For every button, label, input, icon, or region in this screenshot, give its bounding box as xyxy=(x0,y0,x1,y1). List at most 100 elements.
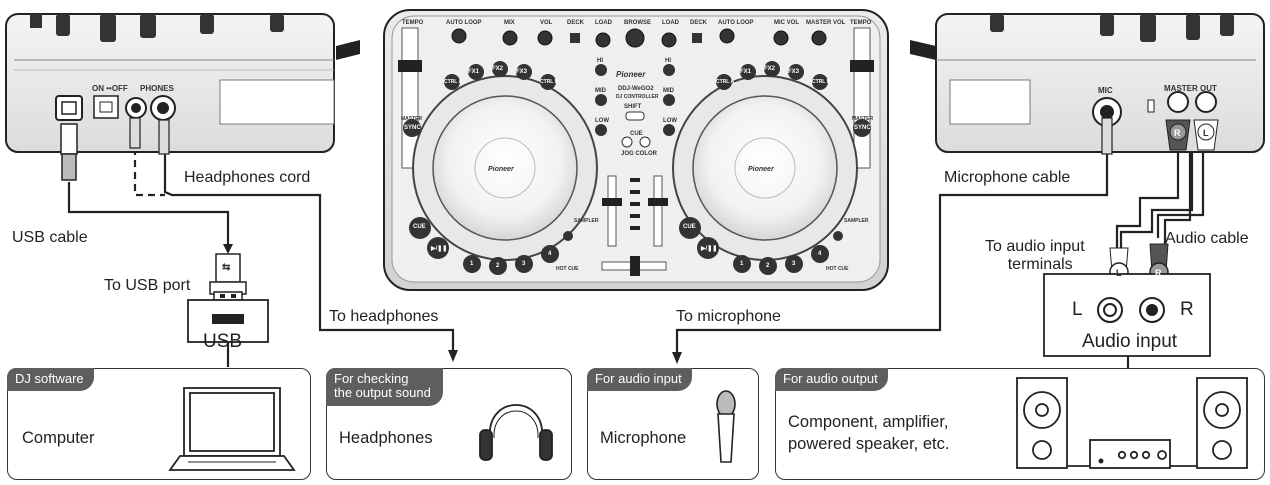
tempo-label-left: TEMPO xyxy=(402,20,424,26)
audio-output-tag: For audio output xyxy=(775,368,888,392)
low-label-right: LOW xyxy=(663,118,677,124)
master-out-label: MASTER OUT xyxy=(1164,84,1217,93)
auto-loop-label-left: AUTO LOOP xyxy=(446,20,482,26)
audio-output-line-2: powered speaker, etc. xyxy=(788,435,950,454)
microphone-cable-label: Microphone cable xyxy=(944,169,1071,186)
hi-label-right: HI xyxy=(665,58,671,64)
cue-right: CUE xyxy=(683,224,696,230)
dj-software-tag: DJ software xyxy=(7,368,94,392)
microphone-name: Microphone xyxy=(600,429,687,447)
mix-label: MIX xyxy=(504,20,515,26)
mid-label-left: MID xyxy=(595,88,606,94)
hot-cue-4-left: 4 xyxy=(548,251,552,257)
play-right: ▶/❚❚ xyxy=(701,246,718,252)
model-name: DDJ-WeGO2 xyxy=(618,86,654,92)
hot-cue-3-left: 3 xyxy=(522,261,526,267)
jog-wheel-right xyxy=(672,75,858,261)
hot-cue-4-right: 4 xyxy=(818,251,822,257)
deck-label-left: DECK xyxy=(567,20,585,26)
audio-input-panel xyxy=(1043,273,1211,357)
master-out-l-plug: L xyxy=(1203,128,1209,138)
audio-output-name: Component, amplifier, powered speaker, e… xyxy=(788,411,949,456)
play-left: ▶/❚❚ xyxy=(431,246,448,252)
jog-color-label: JOG COLOR xyxy=(621,151,658,157)
hi-label-left: HI xyxy=(597,58,603,64)
tempo-label-right: TEMPO xyxy=(850,20,872,26)
deck-label-right: DECK xyxy=(690,20,708,26)
master-out-r-plug: R xyxy=(1174,128,1181,138)
load-label-right: LOAD xyxy=(662,20,679,26)
ctrl-b-right: CTRL B xyxy=(812,79,831,85)
usb-cable-line xyxy=(67,182,230,244)
computer-label: Computer xyxy=(22,429,95,447)
mic-vol-label: MIC VOL xyxy=(774,20,799,26)
master-label-left: MASTER xyxy=(401,116,423,122)
brand-logo-left-jog: Pioneer xyxy=(488,166,514,173)
sync-right: SYNC xyxy=(854,125,871,131)
usb-cable-label: USB cable xyxy=(12,229,88,246)
to-audio-input-line-1: To audio input xyxy=(985,238,1085,255)
left-zoom-panel xyxy=(5,13,360,181)
headphones-cord-line xyxy=(163,152,455,350)
audio-plug-l: L xyxy=(1116,268,1122,278)
shift-label: SHIFT xyxy=(624,104,642,110)
master-label-right: MASTER xyxy=(852,116,874,122)
headphones-name: Headphones xyxy=(339,429,433,447)
fx3-left: FX3 xyxy=(516,69,528,75)
headphones-tag-line-1: For checking xyxy=(334,371,409,386)
audio-cable-l2-line xyxy=(1163,152,1192,244)
jog-wheel-left xyxy=(412,75,598,261)
hot-cue-label-left: HOT CUE xyxy=(556,266,579,272)
sampler-label-right: SAMPLER xyxy=(844,218,869,224)
microphone-cable-line xyxy=(675,148,1109,352)
sync-left: SYNC xyxy=(404,125,421,131)
microphone-tag: For audio input xyxy=(587,368,692,392)
mic-label: MIC xyxy=(1098,86,1113,95)
on-off-label: ON ••OFF xyxy=(92,84,128,93)
to-microphone-label: To microphone xyxy=(676,308,781,325)
headphones-cord-label: Headphones cord xyxy=(184,169,311,186)
headphones-tag: For checking the output sound xyxy=(326,368,443,406)
phones-label: PHONES xyxy=(140,84,174,93)
fx1-right: FX1 xyxy=(740,69,752,75)
to-usb-port-label: To USB port xyxy=(104,277,191,294)
hot-cue-3-right: 3 xyxy=(792,261,796,267)
arrows xyxy=(223,244,682,364)
audio-plug-r: R xyxy=(1155,268,1162,278)
usb-plug xyxy=(187,253,269,343)
usb-port-label: USB xyxy=(203,331,243,352)
hot-cue-2-right: 2 xyxy=(766,263,770,269)
ctrl-b-left: CTRL B xyxy=(540,79,559,85)
browse-label: BROWSE xyxy=(624,20,651,26)
hot-cue-1-left: 1 xyxy=(470,261,474,267)
audio-input-r: R xyxy=(1180,299,1194,320)
hot-cue-2-left: 2 xyxy=(496,263,500,269)
audio-cable-l-line xyxy=(1156,148,1205,238)
master-vol-label: MASTER VOL xyxy=(806,20,846,26)
auto-loop-label-right: AUTO LOOP xyxy=(718,20,754,26)
cue-left: CUE xyxy=(413,224,426,230)
low-label-left: LOW xyxy=(595,118,609,124)
audio-output-box: For audio output Component, amplifier, p… xyxy=(775,368,1265,480)
hot-cue-label-right: HOT CUE xyxy=(826,266,849,272)
audio-cable-r2-line xyxy=(1119,148,1194,248)
fx1-left: FX1 xyxy=(468,69,480,75)
headphones-cord-dashed xyxy=(133,148,165,197)
sampler-label-left: SAMPLER xyxy=(574,218,599,224)
dj-software-box: DJ software Computer xyxy=(7,368,311,480)
audio-cable-r-line xyxy=(1115,148,1180,248)
model-sub: DJ CONTROLLER xyxy=(616,94,659,100)
brand-logo-right-jog: Pioneer xyxy=(748,166,774,173)
fx3-right: FX3 xyxy=(788,69,800,75)
audio-cable-label: Audio cable xyxy=(1165,230,1249,247)
audio-output-line-1: Component, amplifier, xyxy=(788,413,949,431)
hot-cue-1-right: 1 xyxy=(740,261,744,267)
to-audio-input-line-2: terminals xyxy=(1007,255,1073,273)
cables xyxy=(67,148,1205,468)
to-audio-input-terminals-label: To audio input terminals xyxy=(985,238,1085,274)
ctrl-a-right: CTRL A xyxy=(716,79,735,85)
brand-logo-top: Pioneer xyxy=(616,70,646,79)
right-zoom-panel xyxy=(910,13,1265,155)
audio-input-l: L xyxy=(1072,299,1083,320)
cue-label-center: CUE xyxy=(630,131,643,137)
